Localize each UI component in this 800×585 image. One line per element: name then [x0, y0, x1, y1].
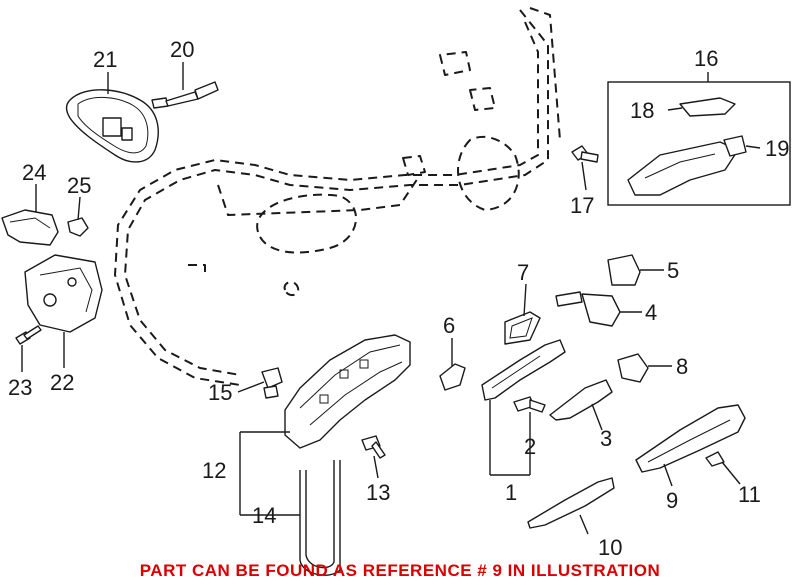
callout-16: 16 [694, 46, 718, 71]
callout-24: 24 [22, 160, 46, 185]
callout-14: 14 [252, 503, 276, 528]
part-17-bolt [571, 145, 599, 163]
door-inner-panel [114, 7, 561, 386]
callout-13: 13 [366, 480, 390, 505]
part-7-trim [504, 311, 541, 345]
callout-5: 5 [667, 258, 679, 283]
leader-lines [21, 62, 761, 535]
reference-note: PART CAN BE FOUND AS REFERENCE # 9 IN IL… [140, 561, 661, 580]
callout-23: 23 [8, 375, 32, 400]
part-13-screw [361, 435, 386, 459]
callout-19: 19 [765, 136, 789, 161]
callout-20: 20 [170, 37, 194, 62]
part-10-trim-strip [527, 477, 615, 529]
part-16-handle-assembly [607, 81, 791, 206]
part-9-outer-handle [635, 404, 746, 473]
part-8-insert [617, 353, 649, 383]
part-4-lock-cylinder [555, 291, 621, 327]
callout-21: 21 [93, 47, 117, 72]
callout-18: 18 [630, 98, 654, 123]
callout-4: 4 [645, 300, 657, 325]
callout-15: 15 [208, 380, 232, 405]
part-15-clip [261, 367, 283, 399]
part-6-cover [439, 363, 466, 391]
callout-3: 3 [600, 426, 612, 451]
callout-2: 2 [524, 434, 536, 459]
part-12-inner-handle [284, 334, 411, 449]
callout-8: 8 [676, 354, 688, 379]
part-20-switch [151, 81, 219, 109]
callout-7: 7 [517, 260, 529, 285]
callout-11: 11 [738, 482, 761, 507]
callout-1: 1 [505, 480, 517, 505]
part-2-screw [513, 396, 546, 413]
part-22-door-latch [24, 254, 103, 333]
callout-10: 10 [598, 535, 622, 560]
callout-17: 17 [570, 193, 594, 218]
part-24-bracket [1, 209, 59, 246]
callout-22: 22 [50, 370, 74, 395]
callout-9: 9 [666, 488, 678, 513]
part-23-bolt [15, 325, 42, 345]
part-21-trim-cover [65, 89, 159, 163]
callout-labels: 21 20 24 25 22 23 16 18 19 17 5 4 7 6 8 … [8, 37, 789, 560]
callout-12: 12 [202, 458, 226, 483]
part-11-clip [705, 451, 725, 467]
part-5-cap [607, 254, 641, 286]
part-25-clip [67, 217, 89, 237]
part-14-cables [299, 460, 341, 576]
callout-25: 25 [67, 173, 91, 198]
part-1-handle-carrier [481, 339, 566, 401]
callout-6: 6 [443, 313, 455, 338]
part-3-handle-cap [549, 379, 613, 421]
